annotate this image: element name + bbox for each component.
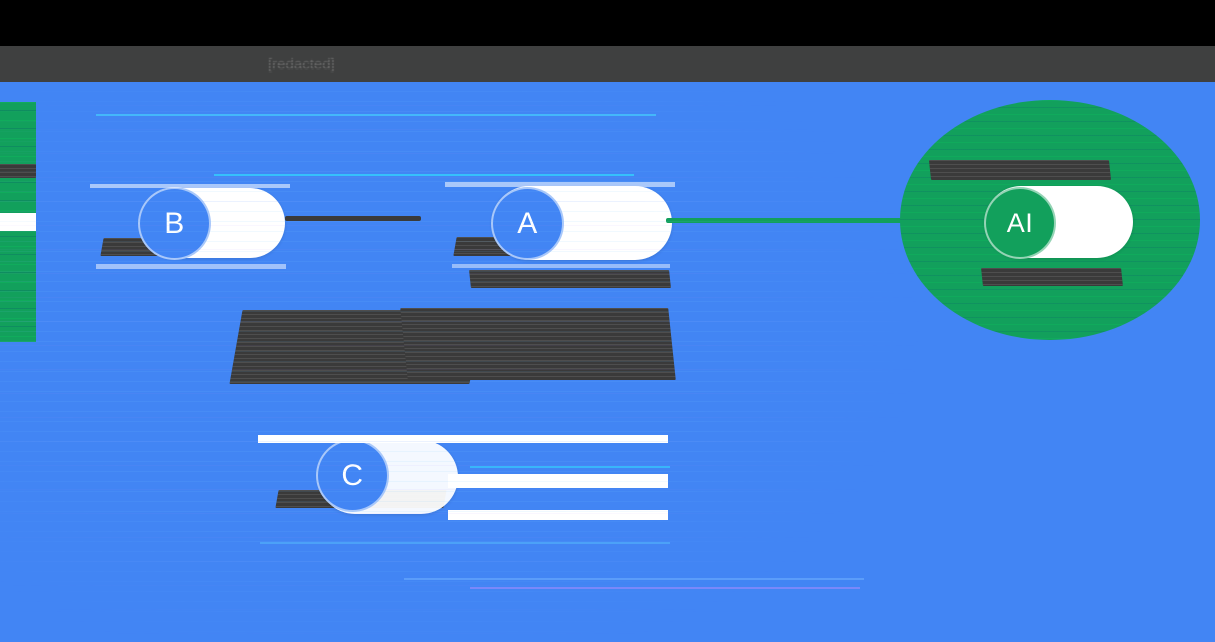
top-black-strip — [0, 0, 1215, 46]
window-title: [redacted] — [268, 56, 335, 73]
node-ai-caption: [redacted] — [928, 160, 1112, 180]
glitch-streak-c-mid — [448, 474, 668, 488]
node-a-label: A — [517, 206, 538, 240]
node-a-circle[interactable]: A — [491, 187, 564, 260]
node-b-circle[interactable]: B — [138, 187, 211, 260]
artifact-line-6 — [260, 542, 670, 544]
artifact-line-4 — [404, 578, 864, 580]
node-ai-circle[interactable]: AI — [984, 187, 1056, 259]
node-ai-subcaption: [redacted] — [981, 268, 1123, 286]
node-b-label: B — [164, 206, 185, 240]
glitch-streak-b-top — [90, 184, 290, 188]
artifact-line-2 — [214, 174, 634, 176]
artifact-line-3 — [470, 466, 670, 468]
artifact-line-1 — [96, 114, 656, 116]
node-a-subcaption: [redacted] — [469, 270, 671, 288]
node-c-circle[interactable]: C — [316, 439, 389, 512]
node-c-label: C — [341, 458, 364, 492]
center-redacted-block-right — [400, 308, 676, 380]
glitch-streak-a-top — [445, 182, 675, 187]
left-cluster-highlight — [0, 213, 36, 231]
edge-a-to-ai[interactable] — [666, 218, 986, 223]
glitch-streak-b-bottom — [96, 264, 286, 269]
glitch-streak-a-bottom — [452, 264, 670, 268]
window-title-bar[interactable]: [redacted] — [0, 46, 1215, 82]
glitch-streak-c-bottom — [448, 510, 668, 520]
title-bar-notch — [0, 72, 36, 82]
node-ai-label: AI — [1006, 207, 1034, 238]
left-cluster-label: [redacted] — [0, 164, 36, 178]
edge-b-to-a[interactable] — [285, 216, 421, 221]
diagram-canvas[interactable]: [redacted] [redacted] B [redacted] A [re… — [0, 82, 1215, 642]
glitch-streak-c-top — [258, 435, 668, 443]
artifact-line-5 — [470, 587, 860, 589]
ai-cluster-blob[interactable] — [900, 100, 1200, 340]
